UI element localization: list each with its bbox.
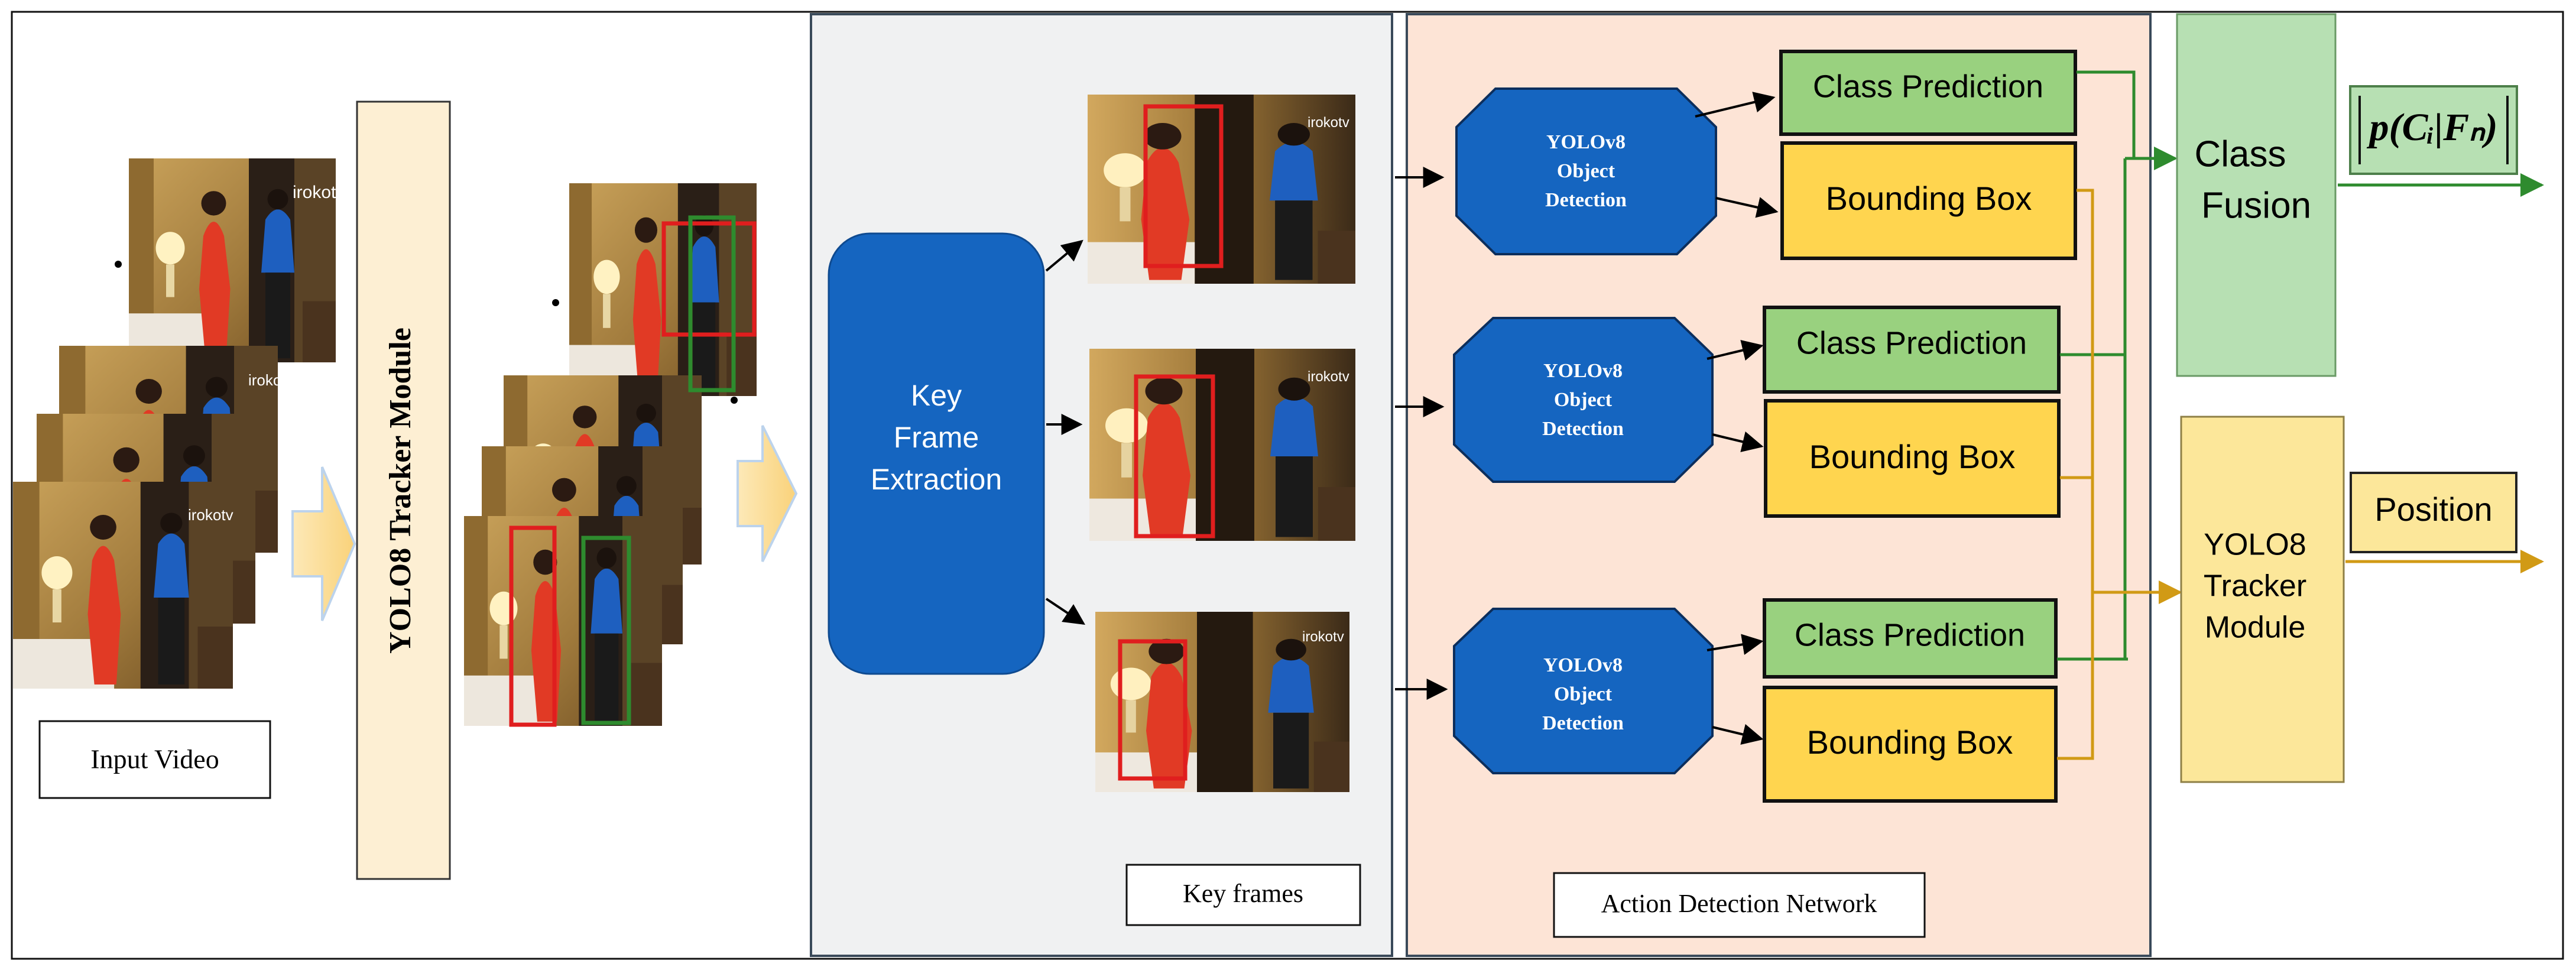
yolo-detector-block[interactable]: [1455, 87, 1717, 255]
extraction-label-line: Key: [911, 379, 962, 412]
class-fusion-label-line: Fusion: [2201, 185, 2311, 226]
key-frames-caption-box: [1125, 864, 1361, 926]
tracker-label-line: Tracker: [2204, 569, 2306, 604]
class-prediction-box[interactable]: [1779, 50, 2077, 136]
bounding-box-label: Bounding Box: [1807, 724, 2013, 761]
connector-arrow: [1715, 197, 1779, 218]
connector-arrow: [1706, 340, 1764, 361]
class-prediction-label: Class Prediction: [1796, 325, 2027, 361]
tracker-label-line: YOLO8: [2204, 528, 2306, 562]
detector-label-line: Detection: [1542, 418, 1624, 440]
flow-arrow: [291, 466, 356, 621]
frame-watermark: irokotv: [1302, 629, 1344, 645]
input-video-label: Input Video: [90, 744, 219, 774]
connector-arrow: [1706, 634, 1764, 655]
yolo-detector-block[interactable]: [1453, 317, 1714, 483]
tracked-frame: [464, 516, 662, 726]
class-fusion-label-line: Class: [2194, 134, 2286, 174]
frame-watermark: irokotv: [1308, 369, 1349, 385]
detector-group: YOLOv8 Object Detection Class Prediction…: [1453, 598, 2058, 803]
formula-box: [2349, 85, 2518, 175]
extraction-label-line: Extraction: [871, 463, 1002, 496]
position-label: Position: [2374, 491, 2492, 528]
detector-label-line: Detection: [1545, 189, 1627, 211]
key-frames-caption: Key frames: [1183, 879, 1303, 908]
connector-arrow: [1695, 92, 1776, 118]
detector-label-line: YOLOv8: [1543, 654, 1623, 676]
input-video-label-box: [38, 720, 271, 799]
bounding-box-block[interactable]: [1763, 686, 2058, 803]
frame-watermark: irokotv: [1308, 115, 1349, 131]
action-detection-caption-box: [1553, 872, 1926, 938]
bounding-box-label: Bounding Box: [1809, 438, 2016, 475]
detection-box: [1118, 639, 1188, 781]
tracker-module-bar: [356, 100, 451, 880]
yolo-detector-block[interactable]: [1453, 608, 1714, 774]
tracking-box-red: [661, 221, 757, 337]
class-fusion-block[interactable]: [2176, 13, 2337, 377]
key-frame-extraction-block[interactable]: [828, 232, 1045, 675]
detector-group: YOLOv8 Object Detection Class Prediction…: [1455, 50, 2077, 260]
detector-label-line: Detection: [1542, 712, 1624, 734]
fusion-formula: p(Cᵢ|Fₙ): [2366, 106, 2497, 149]
tracker-label-line: Module: [2205, 611, 2306, 645]
key-frame-images: [1088, 95, 1355, 792]
detector-label-line: Object: [1554, 389, 1613, 411]
flow-arrow: [737, 425, 798, 562]
detector-group: YOLOv8 Object Detection Class Prediction…: [1453, 306, 2061, 518]
detector-label-line: Object: [1557, 160, 1615, 182]
detector-label-line: YOLOv8: [1543, 360, 1623, 382]
tracking-box-red: [509, 525, 557, 727]
connector-arrow: [1045, 239, 1083, 272]
action-detection-caption: Action Detection Network: [1601, 889, 1877, 918]
connector-arrow: [1712, 431, 1764, 452]
position-box: [2350, 472, 2517, 553]
tracking-box-green: [581, 536, 631, 725]
dot-marker: [552, 299, 559, 306]
dot-marker: [115, 261, 122, 268]
class-prediction-label: Class Prediction: [1795, 617, 2025, 653]
class-prediction-box[interactable]: [1763, 306, 2061, 394]
class-prediction-box[interactable]: [1763, 598, 2058, 679]
frame-watermark: irokotv: [188, 506, 233, 524]
class-prediction-label: Class Prediction: [1813, 69, 2043, 104]
input-video-frames: [13, 158, 336, 689]
tracker-module-label: YOLO8 Tracker Module: [384, 327, 417, 654]
tracking-box-green: [688, 215, 736, 392]
bounding-box-block[interactable]: [1780, 141, 2077, 260]
extraction-label-line: Frame: [894, 421, 979, 454]
frame-watermark: irokotv: [248, 371, 294, 389]
dot-marker: [731, 397, 738, 404]
bounding-box-label: Bounding Box: [1826, 180, 2032, 217]
frame-watermark: irokotv: [293, 183, 345, 202]
yolo8-tracker-block[interactable]: [2180, 416, 2345, 783]
detection-box: [1134, 374, 1215, 538]
connector-arrow: [1045, 598, 1085, 625]
detection-box: [1143, 104, 1224, 268]
connector-arrow: [1712, 724, 1764, 745]
tracked-frames: [464, 183, 757, 727]
tracker-connectors: [2057, 189, 2094, 760]
detector-label-line: Object: [1554, 683, 1613, 705]
bounding-box-block[interactable]: [1764, 399, 2061, 518]
detector-label-line: YOLOv8: [1546, 131, 1626, 153]
